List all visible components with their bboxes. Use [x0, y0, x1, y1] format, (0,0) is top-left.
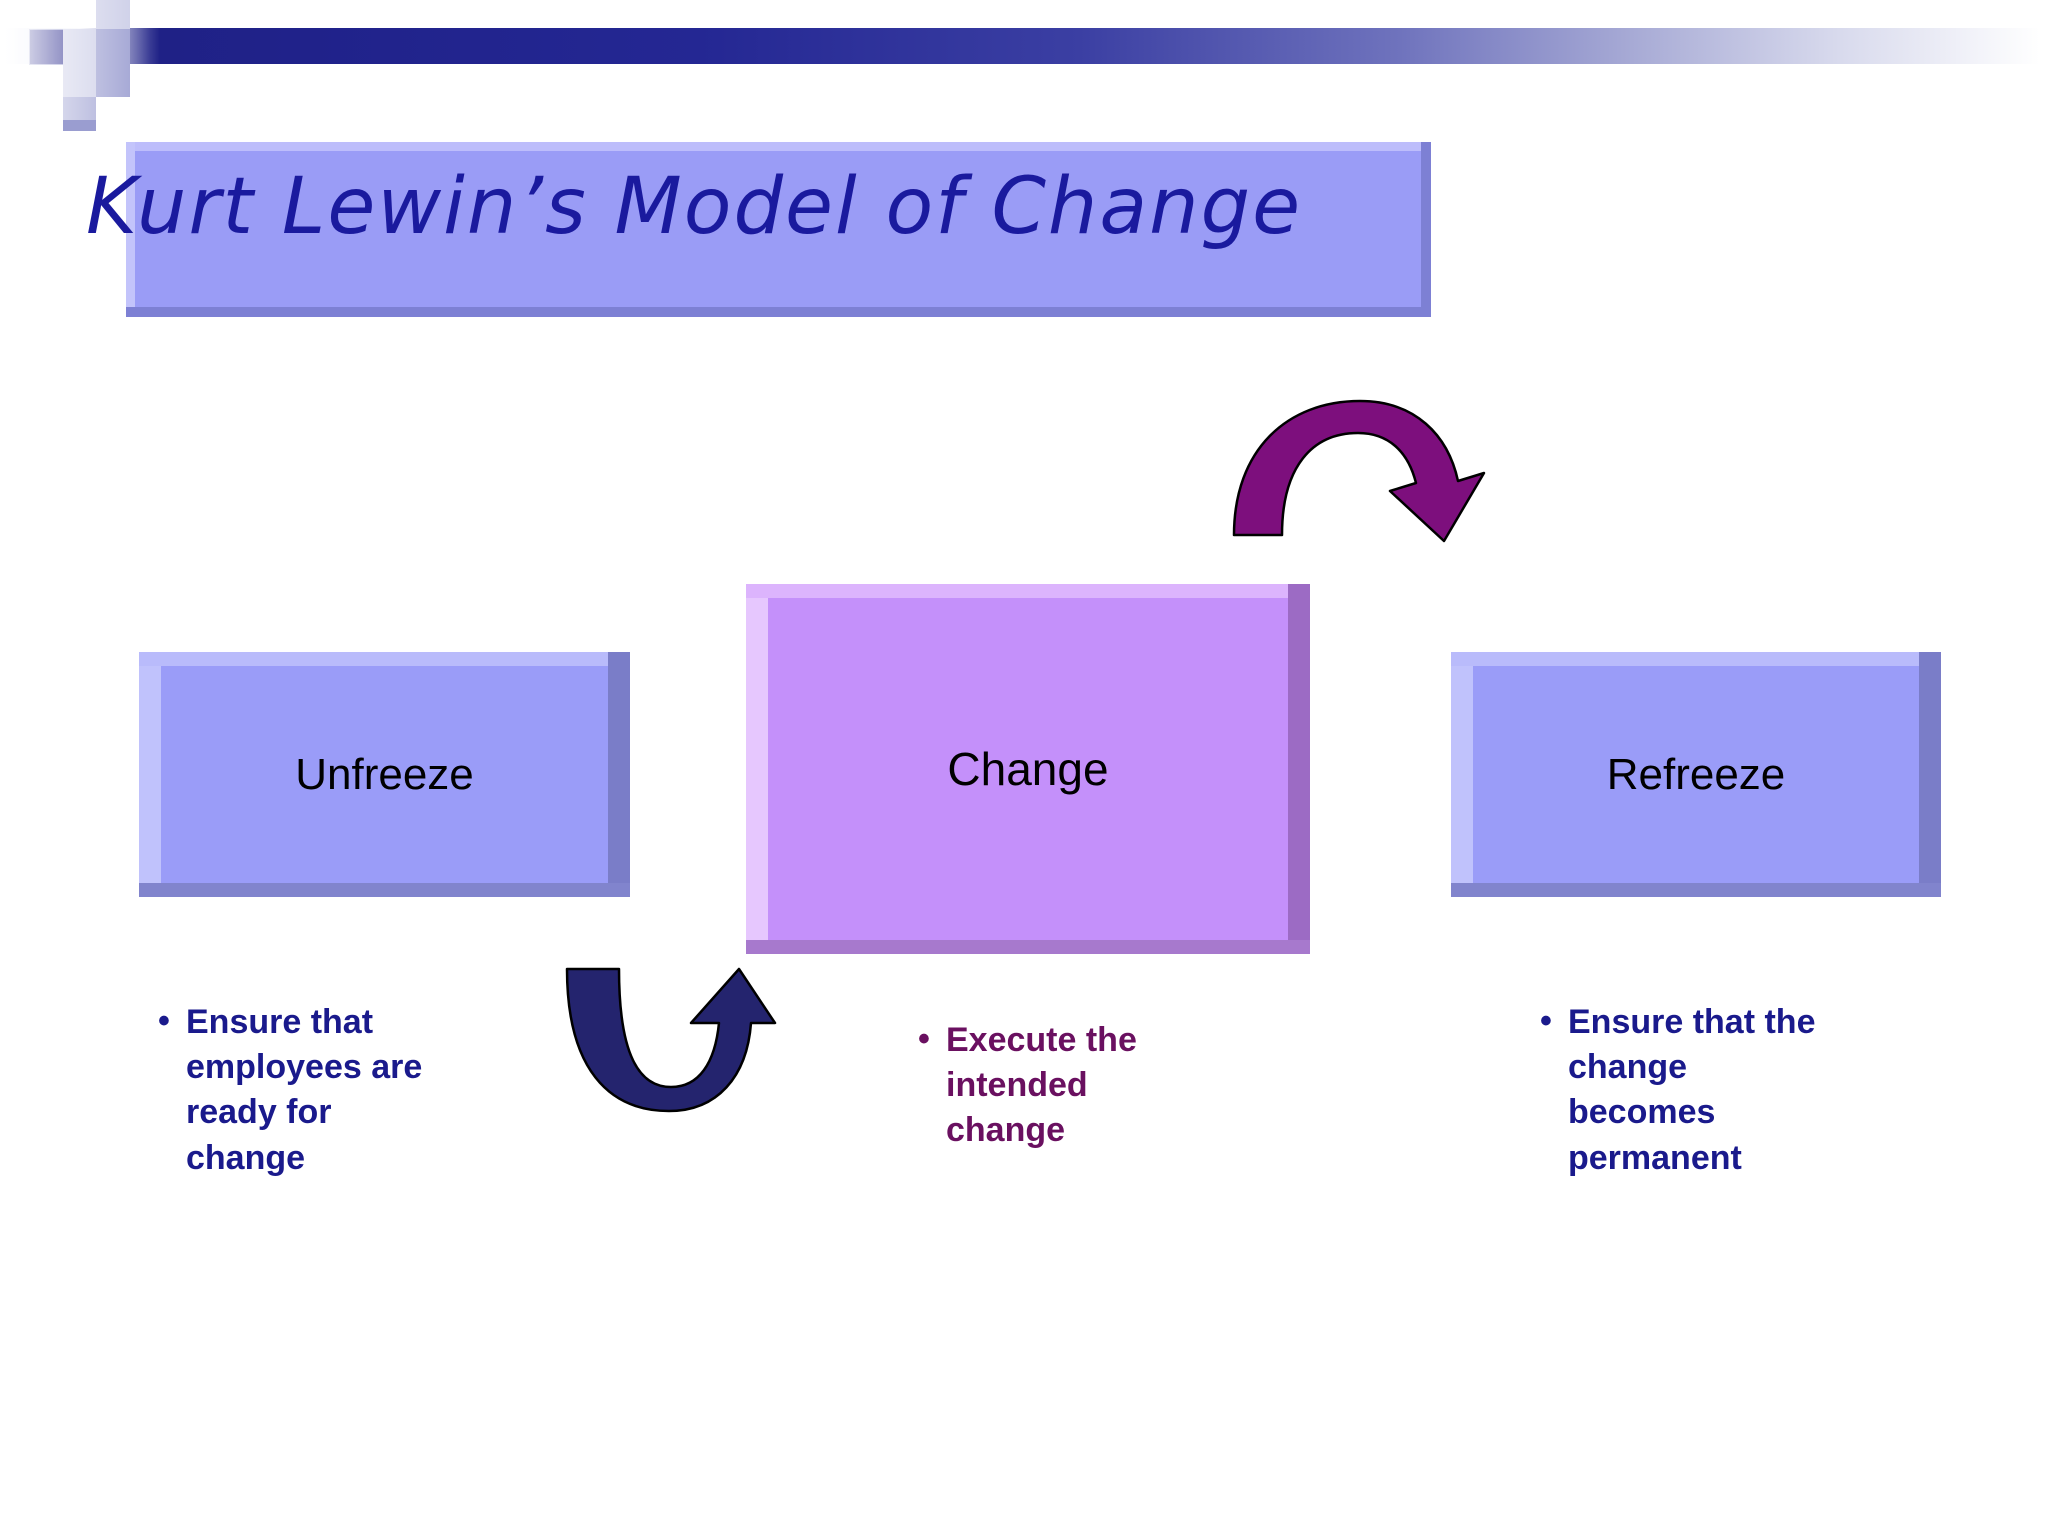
mosaic-square-4 — [96, 29, 130, 63]
box-bevel-top — [746, 584, 1310, 598]
box-bevel-right — [1919, 652, 1941, 897]
box-face — [768, 598, 1288, 940]
stage-box-refreeze[interactable]: Refreeze — [1451, 652, 1941, 897]
bullet-list-change: Execute the intended change — [918, 1017, 1208, 1154]
box-bevel-top — [139, 652, 630, 666]
title-plate-bevel-left — [126, 142, 135, 317]
title-plate-bevel-bottom — [126, 307, 1431, 317]
mosaic-square-7 — [63, 97, 96, 131]
box-bevel-bottom — [139, 883, 630, 897]
title-plate-bevel-top — [126, 142, 1431, 151]
stage-label-change: Change — [947, 743, 1109, 795]
box-face — [1473, 666, 1919, 883]
box-bevel-top — [1451, 652, 1941, 666]
stage-label-unfreeze: Unfreeze — [295, 749, 474, 799]
title-plate-face — [134, 150, 1423, 309]
curved-arrow-up-right-icon — [565, 967, 777, 1113]
title-plate — [126, 142, 1431, 317]
mosaic-square-2 — [29, 29, 65, 65]
box-bevel-right — [608, 652, 630, 897]
list-item: Ensure that employees are ready for chan… — [158, 999, 458, 1181]
stage-box-change[interactable]: Change — [746, 584, 1310, 954]
mosaic-square-1 — [96, 0, 130, 30]
list-item: Execute the intended change — [918, 1017, 1208, 1154]
header-gradient-bar — [0, 28, 2048, 64]
mosaic-square-6 — [96, 63, 130, 97]
stage-box-unfreeze[interactable]: Unfreeze — [139, 652, 630, 897]
box-bevel-left — [1451, 652, 1473, 897]
slide-title: Kurt Lewin’s Model of Change — [86, 162, 1303, 252]
box-bevel-bottom — [746, 940, 1310, 954]
box-face — [161, 666, 608, 883]
curved-arrow-down-right-icon — [1232, 399, 1486, 543]
mosaic-square-3 — [63, 29, 96, 63]
box-bevel-left — [139, 652, 161, 897]
box-bevel-left — [746, 584, 768, 954]
bullet-list-unfreeze: Ensure that employees are ready for chan… — [158, 999, 458, 1181]
list-item: Ensure that the change becomes permanent — [1540, 999, 1840, 1181]
box-bevel-right — [1288, 584, 1310, 954]
title-plate-bevel-right — [1421, 142, 1431, 317]
mosaic-square-5 — [63, 63, 96, 97]
box-bevel-bottom — [1451, 883, 1941, 897]
bullet-list-refreeze: Ensure that the change becomes permanent — [1540, 999, 1840, 1181]
stage-label-refreeze: Refreeze — [1606, 749, 1786, 799]
